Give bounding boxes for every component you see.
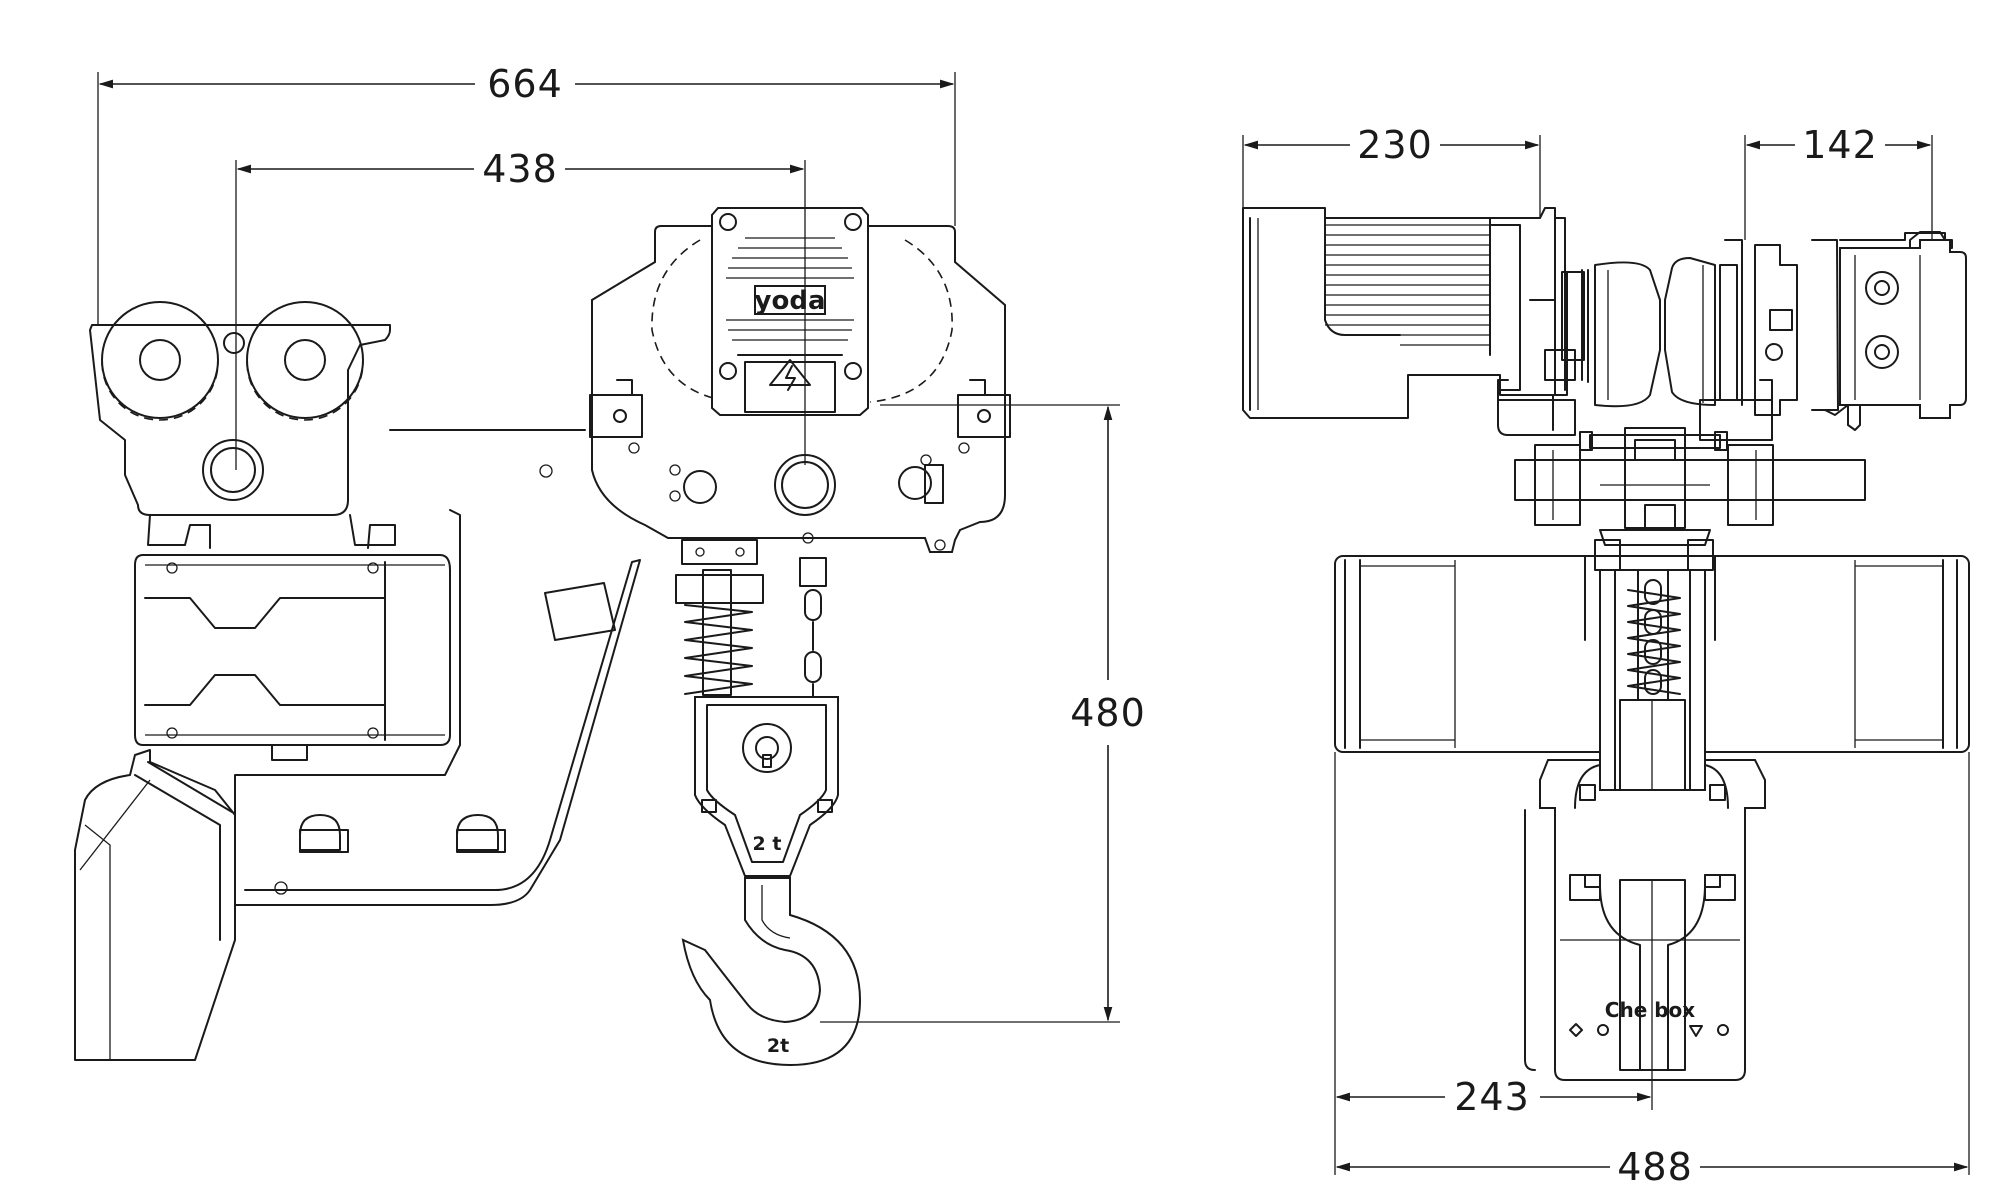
brand-icons [1569,1023,1729,1037]
dimension-438: 438 [235,147,806,470]
dim-664: 664 [487,62,563,106]
right-travel-motor [1754,231,1967,431]
dimension-243: 243 [1334,752,1653,1175]
dim-243: 243 [1454,1075,1530,1119]
motor-housing [134,554,451,746]
dimension-664: 664 [97,62,956,325]
dim-488: 488 [1617,1145,1693,1189]
brand-label: Che box [1605,998,1696,1022]
dim-230: 230 [1357,123,1433,167]
dim-142: 142 [1802,123,1878,167]
hook-capacity-label: 2t [767,1035,789,1057]
dimension-142: 142 [1744,123,1933,240]
control-pendant [74,749,236,1061]
dimension-230: 230 [1242,123,1541,218]
block-capacity-label: 2 t [753,833,782,855]
hoist-body: yoda [589,207,1011,553]
cover-logo: yoda [755,286,826,316]
dimension-488: 488 [1335,752,1970,1189]
trolley [89,301,586,549]
left-travel-motor [1242,207,1556,419]
side-view: yoda [74,62,1146,1067]
motor-fins [1325,224,1490,346]
cross-beam [1514,427,1866,546]
dim-480: 480 [1070,691,1146,735]
front-view: Che box 230 142 [1242,123,1970,1189]
frame-plate [234,464,641,906]
left-wheel [1497,217,1661,436]
cover-fins [726,237,854,341]
lower-housing: Che box [1524,759,1766,1081]
chain [804,589,822,701]
hook-block: 2 t 2t [675,539,862,1067]
right-wheel [1664,239,1773,441]
dimension-480: 480 [820,404,1146,1023]
dim-438: 438 [482,147,558,191]
